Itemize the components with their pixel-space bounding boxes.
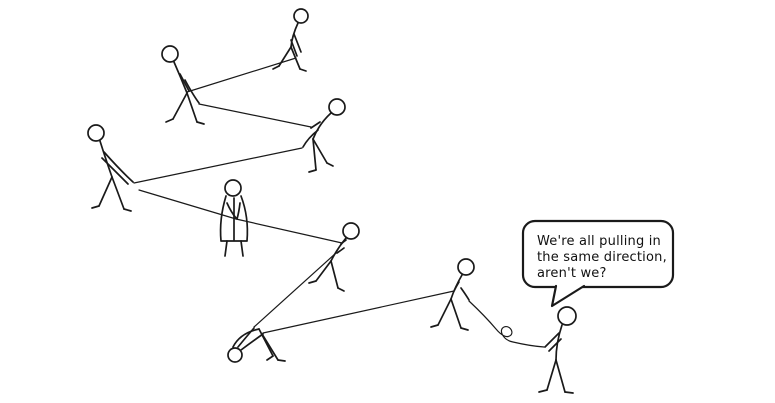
rope-segment-5 [253,252,337,328]
person-pulling-top [272,8,309,72]
rope-segment-1 [186,57,297,93]
person-pulling-upper-left [161,45,205,125]
person-speaker [538,306,577,394]
person-pulling-mid-right [308,222,360,292]
person-pulling-upper-right [302,98,346,173]
speech-bubble-line-1: We're all pulling in [537,234,661,249]
rope-segment-7-curly [468,300,545,348]
speech-bubble-tail-outline [550,284,586,308]
person-pulling-left [87,124,134,212]
ropes [133,57,545,348]
speech-bubble-box [521,219,675,289]
speech-bubble: We're all pulling in the same direction,… [521,219,675,308]
speech-bubble-line-3: aren't we? [537,266,607,281]
person-center-coat [219,179,249,257]
person-pulling-bottom [227,327,286,363]
speech-bubble-line-2: the same direction, [537,250,667,265]
rope-segment-6 [262,290,455,334]
rope-segment-2 [198,103,312,128]
rope-segment-4 [138,189,343,244]
person-pulling-right [430,258,475,331]
rope-segment-3 [133,147,303,184]
